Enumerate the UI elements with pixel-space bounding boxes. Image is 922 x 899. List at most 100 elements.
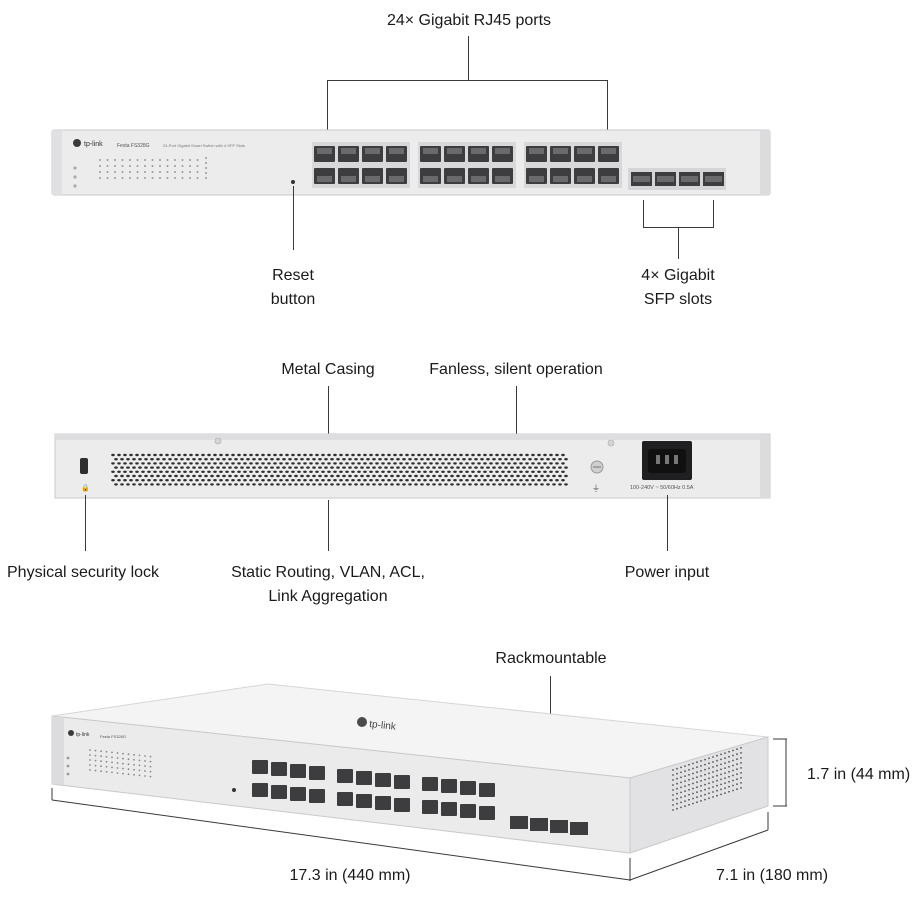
led-dot	[121, 177, 124, 179]
vent-hole	[480, 474, 484, 478]
vent-hole	[724, 767, 726, 769]
vent-hole	[501, 462, 505, 465]
vent-hole	[513, 470, 517, 473]
vent-hole	[363, 462, 367, 465]
vent-hole	[258, 483, 262, 486]
vent-hole	[330, 466, 334, 469]
vent-hole	[381, 470, 385, 473]
vent-hole	[135, 470, 139, 473]
vent-hole	[156, 483, 160, 486]
vent-hole	[471, 453, 475, 457]
vent-hole	[528, 458, 532, 461]
vent-hole	[732, 759, 734, 762]
vent-hole	[543, 470, 547, 473]
vent-hole	[168, 474, 172, 478]
led-dot	[105, 750, 108, 753]
vent-hole	[704, 793, 706, 796]
led-dot	[106, 159, 109, 161]
led-dot	[205, 157, 207, 159]
vent-hole	[546, 483, 550, 486]
vent-hole	[120, 458, 124, 461]
vent-hole	[273, 479, 277, 482]
vent-hole	[429, 479, 433, 482]
vent-hole	[504, 474, 508, 478]
vent-hole	[402, 458, 406, 461]
vent-hole	[318, 483, 322, 486]
vent-hole	[117, 470, 121, 473]
rj45-port	[290, 787, 306, 801]
vent-hole	[477, 453, 481, 457]
rackmountable-label: Rackmountable	[495, 650, 607, 667]
vent-hole	[516, 474, 520, 478]
led-dot	[196, 171, 199, 173]
vent-hole	[234, 458, 238, 461]
vent-hole	[724, 772, 726, 774]
led-dot	[138, 754, 141, 757]
vent-hole	[700, 780, 702, 782]
vent-hole	[724, 782, 726, 784]
vent-hole	[243, 479, 247, 482]
vent-hole	[327, 462, 331, 465]
vent-hole	[393, 462, 397, 465]
rj45-port	[479, 783, 495, 797]
vent-hole	[474, 483, 478, 486]
led-dot	[94, 764, 97, 767]
vent-hole	[417, 470, 421, 473]
vent-hole	[716, 794, 718, 797]
status-led	[73, 175, 77, 179]
vent-hole	[716, 764, 718, 767]
vent-hole	[510, 458, 514, 461]
vent-hole	[117, 462, 121, 465]
vent-hole	[507, 462, 511, 465]
vent-hole	[680, 776, 682, 779]
front-brand: tp-link	[84, 141, 103, 148]
top-brand: tp-link	[369, 719, 398, 733]
vent-hole	[489, 470, 493, 473]
rj45-leader-bracket-right	[607, 80, 608, 130]
lock-icon: 🔒	[81, 484, 90, 492]
vent-hole	[423, 462, 427, 465]
led-dot	[144, 775, 146, 777]
vent-hole	[315, 479, 319, 482]
vent-hole	[327, 470, 331, 473]
fanless-label: Fanless, silent operation	[429, 361, 603, 378]
vent-hole	[288, 466, 292, 469]
vent-hole	[498, 474, 502, 478]
led-dot	[151, 171, 154, 173]
vent-hole	[708, 792, 710, 795]
rj45-port-contact	[577, 148, 592, 154]
led-dot	[94, 754, 97, 757]
lock-leader	[85, 495, 86, 551]
vent-hole	[339, 453, 343, 457]
vent-hole	[159, 462, 163, 465]
front-panel: tp-link Festa FS328G 24-Port Gigabit Sma…	[51, 129, 771, 196]
vent-hole	[716, 759, 718, 762]
vent-hole	[411, 462, 415, 465]
vent-hole	[522, 483, 526, 486]
vent-hole	[213, 462, 217, 465]
rj45-port	[422, 800, 438, 814]
led-dot	[144, 770, 146, 772]
vent-hole	[285, 462, 289, 465]
vent-hole	[684, 775, 686, 777]
vent-hole	[291, 453, 295, 457]
vent-hole	[309, 462, 313, 465]
vent-hole	[504, 483, 508, 486]
led-dot	[189, 171, 191, 173]
vent-hole	[720, 753, 722, 756]
status-led	[66, 764, 70, 768]
vent-hole	[495, 479, 499, 482]
vent-hole	[704, 768, 706, 771]
vent-hole	[267, 453, 271, 457]
vent-hole	[201, 479, 205, 482]
vent-hole	[453, 462, 457, 465]
vent-hole	[285, 479, 289, 482]
rj45-port	[441, 779, 457, 793]
vent-hole	[540, 483, 544, 486]
vent-hole	[740, 767, 742, 769]
vent-hole	[704, 778, 706, 781]
vent-hole	[267, 479, 271, 482]
vent-hole	[243, 462, 247, 465]
vent-hole	[513, 462, 517, 465]
led-matrix	[66, 749, 152, 778]
